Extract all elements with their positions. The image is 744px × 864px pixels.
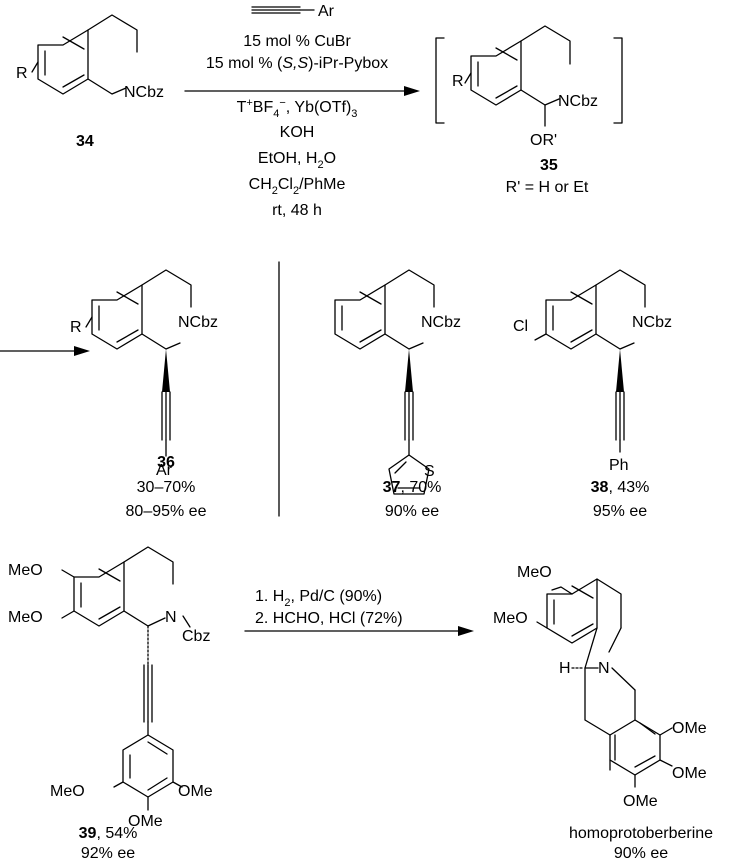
compound-35-or: OR' (530, 132, 557, 149)
step2-line1: 1. H2, Pd/C (90%) (255, 588, 382, 609)
compound-36-ar: Ar (156, 462, 173, 479)
compound-39-cbz: Cbz (182, 628, 210, 645)
product-meo-mid: MeO (493, 610, 528, 627)
compound-39-n: N (165, 609, 177, 626)
compound-39-meo-mid: MeO (8, 609, 43, 626)
compound-37-s: S (424, 463, 435, 480)
step2-line2: 2. HCHO, HCl (72%) (255, 610, 403, 627)
reagent-line-cubr: 15 mol % CuBr (243, 33, 351, 50)
reaction-arrow-2: 1. H2, Pd/C (90%) 2. HCHO, HCl (72%) (244, 588, 474, 636)
compound-39-ee: 92% ee (81, 845, 135, 862)
compound-38: Cl NCbz Ph 38, 43% 95% ee (513, 269, 672, 520)
product-h: H (559, 660, 571, 677)
homoprotoberberine: MeO MeO H N OMe OMe OMe homoprotoberberi… (493, 564, 713, 862)
product-meo-top: MeO (517, 564, 552, 581)
compound-38-ncbz: NCbz (632, 314, 672, 331)
compound-39: MeO MeO N Cbz MeO OMe OMe 39, 54% 92% ee (8, 546, 213, 862)
product-name: homoprotoberberine (569, 825, 713, 842)
compound-37-ncbz: NCbz (421, 314, 461, 331)
product-ome-2: OMe (672, 765, 707, 782)
compound-34-number: 34 (76, 133, 94, 150)
compound-37-ee: 90% ee (385, 503, 439, 520)
reagent-line-solvent: CH2Cl2/PhMe (249, 176, 346, 197)
reaction-arrow-1 (184, 86, 420, 96)
compound-39-ome-right: OMe (178, 783, 213, 800)
compound-39-label: 39, 54% (79, 825, 138, 842)
compound-36: R NCbz Ar 36 30–70% 80–95% ee (70, 269, 218, 520)
compound-36-r: R (70, 319, 82, 336)
product-ee: 90% ee (614, 845, 668, 862)
compound-37-label: 37, 70% (383, 479, 442, 496)
reagent-line-koh: KOH (280, 124, 315, 141)
compound-35-number: 35 (540, 157, 558, 174)
reaction-arrow-continuation (0, 346, 90, 356)
product-ome-1: OMe (672, 720, 707, 737)
compound-38-ee: 95% ee (593, 503, 647, 520)
compound-36-ee: 80–95% ee (126, 503, 207, 520)
compound-36-yield: 30–70% (137, 479, 196, 496)
product-ome-3: OMe (623, 793, 658, 810)
compound-34-r: R (16, 65, 28, 82)
compound-38-ph: Ph (609, 457, 629, 474)
reagent-line-conditions: rt, 48 h (272, 202, 322, 219)
compound-36-ncbz: NCbz (178, 314, 218, 331)
alkyne-ar-label: Ar (318, 3, 335, 20)
reagents-1: Ar 15 mol % CuBr 15 mol % (S,S)-iPr-Pybo… (206, 3, 388, 219)
product-n: N (598, 660, 610, 677)
compound-35-note: R' = H or Et (506, 179, 589, 196)
compound-38-cl: Cl (513, 318, 528, 335)
compound-38-label: 38, 43% (591, 479, 650, 496)
reagent-line-tbf4: T+BF4−, Yb(OTf)3 (237, 97, 358, 120)
reagent-line-pybox: 15 mol % (S,S)-iPr-Pybox (206, 55, 388, 72)
compound-39-ome-bottom: OMe (128, 813, 163, 830)
compound-35-ncbz: NCbz (558, 93, 598, 110)
compound-36-number: 36 (157, 454, 175, 471)
compound-35-r: R (452, 73, 464, 90)
compound-35: R NCbz OR' 35 R' = H or Et (435, 25, 623, 196)
compound-39-meo-top: MeO (8, 562, 43, 579)
compound-37: NCbz S 37, 70% 90% ee (334, 269, 461, 520)
compound-34-ncbz: NCbz (124, 84, 164, 101)
compound-34: R NCbz 34 (16, 14, 164, 150)
reagent-line-etoh: EtOH, H2O (258, 150, 336, 171)
compound-39-meo-bottom: MeO (50, 783, 85, 800)
